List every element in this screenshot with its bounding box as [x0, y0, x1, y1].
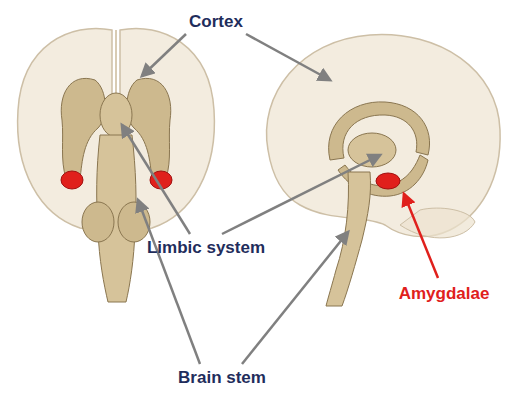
label-holder: Limbic system: [147, 238, 265, 258]
label-holder: Amygdalae: [399, 284, 490, 304]
side-view: [267, 35, 501, 306]
part-label: Cortex: [189, 12, 243, 31]
highlight-label: Amygdalae: [399, 284, 490, 303]
leader-lines: [122, 34, 438, 364]
amygdala-side: [376, 173, 400, 189]
part-label: Brain stem: [178, 368, 266, 387]
amygdala-left: [61, 171, 83, 189]
part-label: Limbic system: [147, 238, 265, 257]
label-holder: Cortex: [189, 12, 243, 32]
front-view: [18, 28, 215, 302]
label-holder: Brain stem: [178, 368, 266, 388]
